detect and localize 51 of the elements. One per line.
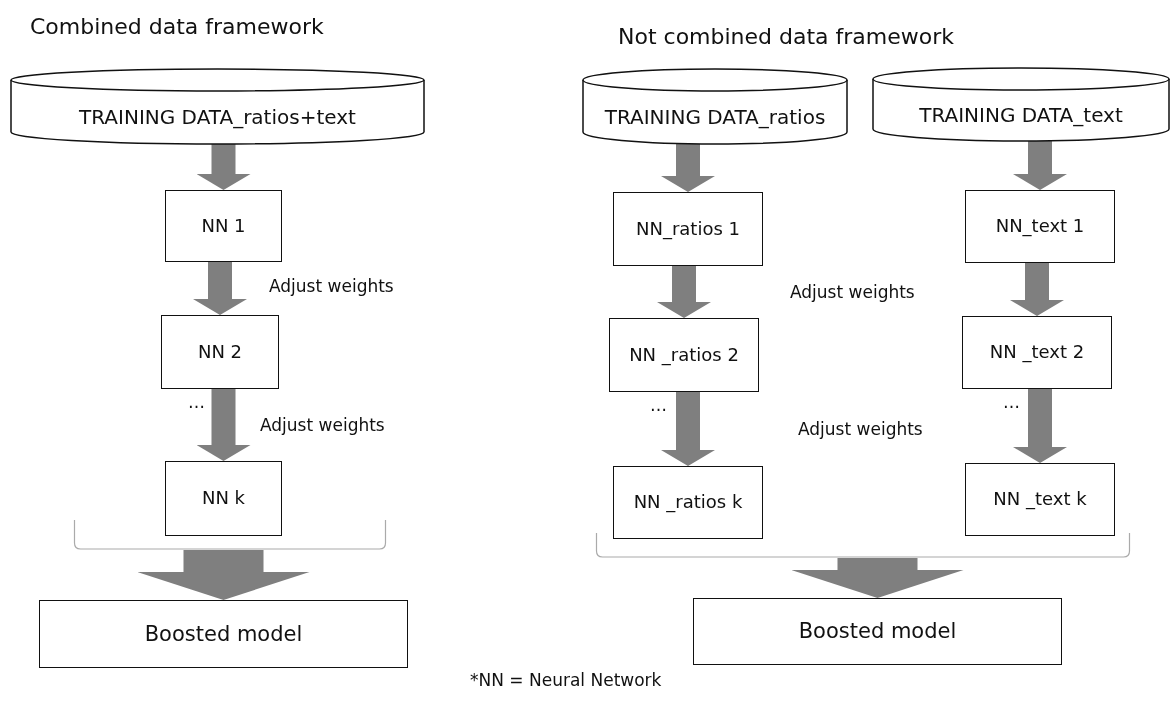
process-box: [165, 190, 282, 262]
arrow: [1013, 389, 1067, 463]
arrow: [661, 144, 715, 192]
process-box: [693, 598, 1062, 665]
node-label: TRAINING DATA_ratios: [604, 105, 826, 129]
database-cylinder: [10, 68, 425, 144]
edge-label: Adjust weights: [269, 276, 394, 296]
section-heading: Combined data framework: [30, 14, 324, 39]
node-label: Boosted model: [798, 618, 957, 646]
arrow: [196, 144, 251, 190]
section-heading: Not combined data framework: [618, 24, 955, 49]
node-label: TRAINING DATA_ratios+text: [79, 105, 356, 129]
node-label: NN k: [201, 486, 246, 511]
arrow: [196, 389, 251, 461]
node-label: NN _text 2: [989, 340, 1085, 365]
process-box: [965, 190, 1115, 263]
annotation: …: [1003, 392, 1020, 412]
database-cylinder: [872, 67, 1170, 141]
process-box: [613, 466, 763, 539]
process-box: [965, 463, 1115, 536]
process-box: [962, 316, 1112, 389]
node-label: Boosted model: [144, 620, 303, 648]
arrow: [193, 262, 247, 315]
block-arrow: [791, 558, 964, 598]
block-arrow: [137, 550, 310, 600]
annotation: Adjust weights: [798, 419, 923, 439]
node-label: TRAINING DATA_text: [919, 103, 1123, 127]
arrow: [1010, 263, 1064, 316]
annotation: …: [188, 392, 205, 412]
node-label: NN 2: [197, 339, 243, 364]
arrow: [657, 266, 711, 318]
node-label: NN 1: [201, 213, 246, 238]
node-label: NN_ratios 1: [636, 216, 740, 242]
arrow: [661, 392, 715, 466]
edge-label: Adjust weights: [260, 415, 385, 435]
grouping-bracket: [74, 520, 386, 550]
process-box: [165, 461, 282, 536]
database-cylinder: [582, 68, 848, 144]
node-label: NN _ratios 2: [629, 342, 739, 368]
process-box: [613, 192, 763, 266]
process-box: [39, 600, 408, 668]
node-label: NN_text 1: [995, 214, 1085, 239]
arrow: [1013, 141, 1067, 190]
annotation: Adjust weights: [790, 282, 915, 302]
footnote: *NN = Neural Network: [470, 670, 662, 690]
grouping-bracket: [596, 533, 1130, 558]
node-label: NN _text k: [993, 487, 1087, 512]
node-label: NN _ratios k: [633, 490, 743, 515]
process-box: [609, 318, 759, 392]
annotation: …: [650, 395, 667, 415]
process-box: [161, 315, 279, 389]
